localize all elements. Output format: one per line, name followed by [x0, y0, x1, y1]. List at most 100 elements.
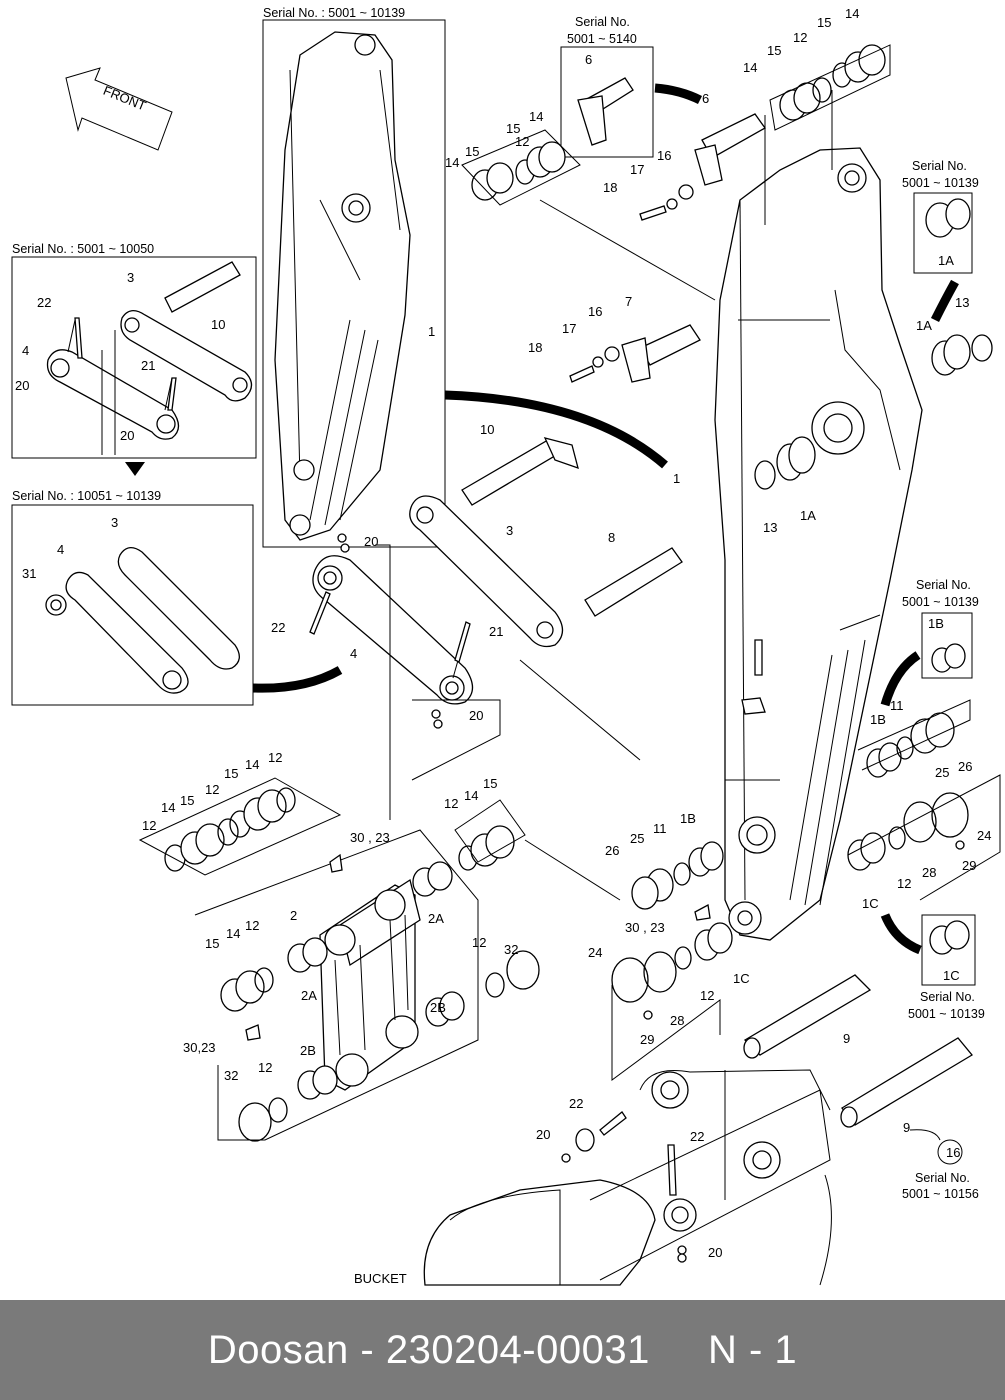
callout-label-2B: 2B: [430, 1000, 446, 1015]
callout-label-12: 12: [245, 918, 259, 933]
footer-separator: -: [360, 1327, 375, 1372]
callout-label-22: 22: [37, 295, 51, 310]
callout-label-14: 14: [529, 109, 543, 124]
serial-text-bush1b-l2: 5001 ~ 10139: [902, 595, 979, 609]
arrow-boom-link: [444, 390, 668, 469]
callout-label-13: 13: [955, 295, 969, 310]
callout-label-21: 21: [141, 358, 155, 373]
serial-text-pin6-l1: Serial No.: [575, 15, 630, 29]
callout-label-18: 18: [603, 180, 617, 195]
callout-label-10: 10: [211, 317, 225, 332]
callout-label-13: 13: [763, 520, 777, 535]
callout-label-1B: 1B: [928, 616, 944, 631]
callout-label-11: 11: [890, 698, 904, 713]
callout-label-4: 4: [350, 646, 357, 661]
footer-bar: Doosan - 230204-00031 N - 1: [0, 1300, 1005, 1400]
arrow-bush1b: [880, 651, 921, 707]
callout-label-12: 12: [793, 30, 807, 45]
callout-label-14: 14: [161, 800, 175, 815]
callout-label-32: 32: [224, 1068, 238, 1083]
callout-label-10: 10: [480, 422, 494, 437]
callout-label-20: 20: [15, 378, 29, 393]
callout-label-2A: 2A: [428, 911, 444, 926]
bush1b-serial-box: Serial No. 5001 ~ 10139: [902, 578, 979, 679]
callout-label-29: 29: [962, 858, 976, 873]
callout-label-17: 17: [630, 162, 644, 177]
callout-label-15: 15: [767, 43, 781, 58]
fasteners: [74, 184, 965, 1263]
callout-label-4: 4: [57, 542, 64, 557]
serial-text-bush1a-l1: Serial No.: [912, 159, 967, 173]
callout-label-26: 26: [605, 843, 619, 858]
callout-label-15: 15: [483, 776, 497, 791]
assembly-frames: [138, 44, 1001, 1200]
callout-label-14: 14: [245, 757, 259, 772]
callout-label-12: 12: [515, 134, 529, 149]
pin-8: [584, 547, 683, 617]
callout-label-12: 12: [205, 782, 219, 797]
serial-text-link-new: Serial No. : 10051 ~ 10139: [12, 489, 161, 503]
boom-serial-box: Serial No. : 5001 ~ 10139: [262, 6, 446, 548]
callout-label-6: 6: [702, 91, 709, 106]
callout-label-26: 26: [958, 759, 972, 774]
callout-label-24: 24: [588, 945, 602, 960]
serial-text-bush1b-l1: Serial No.: [916, 578, 971, 592]
front-label: FRONT: [101, 83, 148, 114]
callout-label-3: 3: [127, 270, 134, 285]
front-arrow-icon: FRONT: [65, 67, 173, 151]
arrow-bush1a: [930, 279, 959, 323]
pin6-serial-box: Serial No. 5001 ~ 5140: [560, 15, 654, 158]
callout-label-20: 20: [536, 1127, 550, 1142]
callout-label-18: 18: [528, 340, 542, 355]
callout-label-12: 12: [472, 935, 486, 950]
callout-label-20: 20: [708, 1245, 722, 1260]
callout-label-12: 12: [268, 750, 282, 765]
pin-9-upper: [743, 974, 872, 1059]
bucket: BUCKET: [354, 1069, 832, 1286]
callout-label-17: 17: [562, 321, 576, 336]
callout-label-16: 16: [657, 148, 671, 163]
serial-text-pin6-l2: 5001 ~ 5140: [567, 32, 637, 46]
serial-text-pin9-l2: 5001 ~ 10156: [902, 1187, 979, 1201]
down-arrow-icon: [125, 462, 145, 476]
callout-label-1: 1: [428, 324, 435, 339]
callout-label-12: 12: [444, 796, 458, 811]
callout-label-4: 4: [22, 343, 29, 358]
callout-label-24: 24: [977, 828, 991, 843]
callout-label-15: 15: [180, 793, 194, 808]
callout-label-8: 8: [608, 530, 615, 545]
serial-text-pin9-l1: Serial No.: [915, 1171, 970, 1185]
link-4: [311, 555, 474, 705]
link-3: [409, 495, 564, 648]
callout-label-1B: 1B: [870, 712, 886, 727]
callout-label-2B: 2B: [300, 1043, 316, 1058]
callout-label-1C: 1C: [943, 968, 960, 983]
callout-label-20: 20: [469, 708, 483, 723]
serial-text-link-old: Serial No. : 5001 ~ 10050: [12, 242, 154, 256]
bush1a-serial-box: Serial No. 5001 ~ 10139: [902, 159, 979, 274]
connector-2: [319, 878, 421, 1091]
serial-text-boom: Serial No. : 5001 ~ 10139: [263, 6, 405, 20]
callout-label-3: 3: [506, 523, 513, 538]
callout-label-15: 15: [205, 936, 219, 951]
callout-label-9: 9: [903, 1120, 910, 1135]
callout-label-30-23: 30 , 23: [350, 830, 390, 845]
callout-label-15: 15: [465, 144, 479, 159]
parts-diagram: FRONT Serial No. : 5001 ~ 10139 Serial N…: [11, 6, 1001, 1286]
main-boom: [714, 147, 923, 941]
callout-label-1C: 1C: [733, 971, 750, 986]
pin-6: [694, 113, 766, 186]
callout-label-2: 2: [290, 908, 297, 923]
serial-text-bush1a-l2: 5001 ~ 10139: [902, 176, 979, 190]
callout-label-1C: 1C: [862, 896, 879, 911]
callout-label-7: 7: [625, 294, 632, 309]
callout-label-14: 14: [845, 6, 859, 21]
callout-label-21: 21: [489, 624, 503, 639]
bucket-label: BUCKET: [354, 1271, 407, 1286]
footer-text: Doosan - 230204-00031 N - 1: [208, 1328, 797, 1373]
callout-label-2A: 2A: [301, 988, 317, 1003]
callout-label-30-23: 30,23: [183, 1040, 216, 1055]
callout-label-12: 12: [897, 876, 911, 891]
callout-label-15: 15: [224, 766, 238, 781]
footer-part-number: 230204-00031: [385, 1327, 650, 1372]
